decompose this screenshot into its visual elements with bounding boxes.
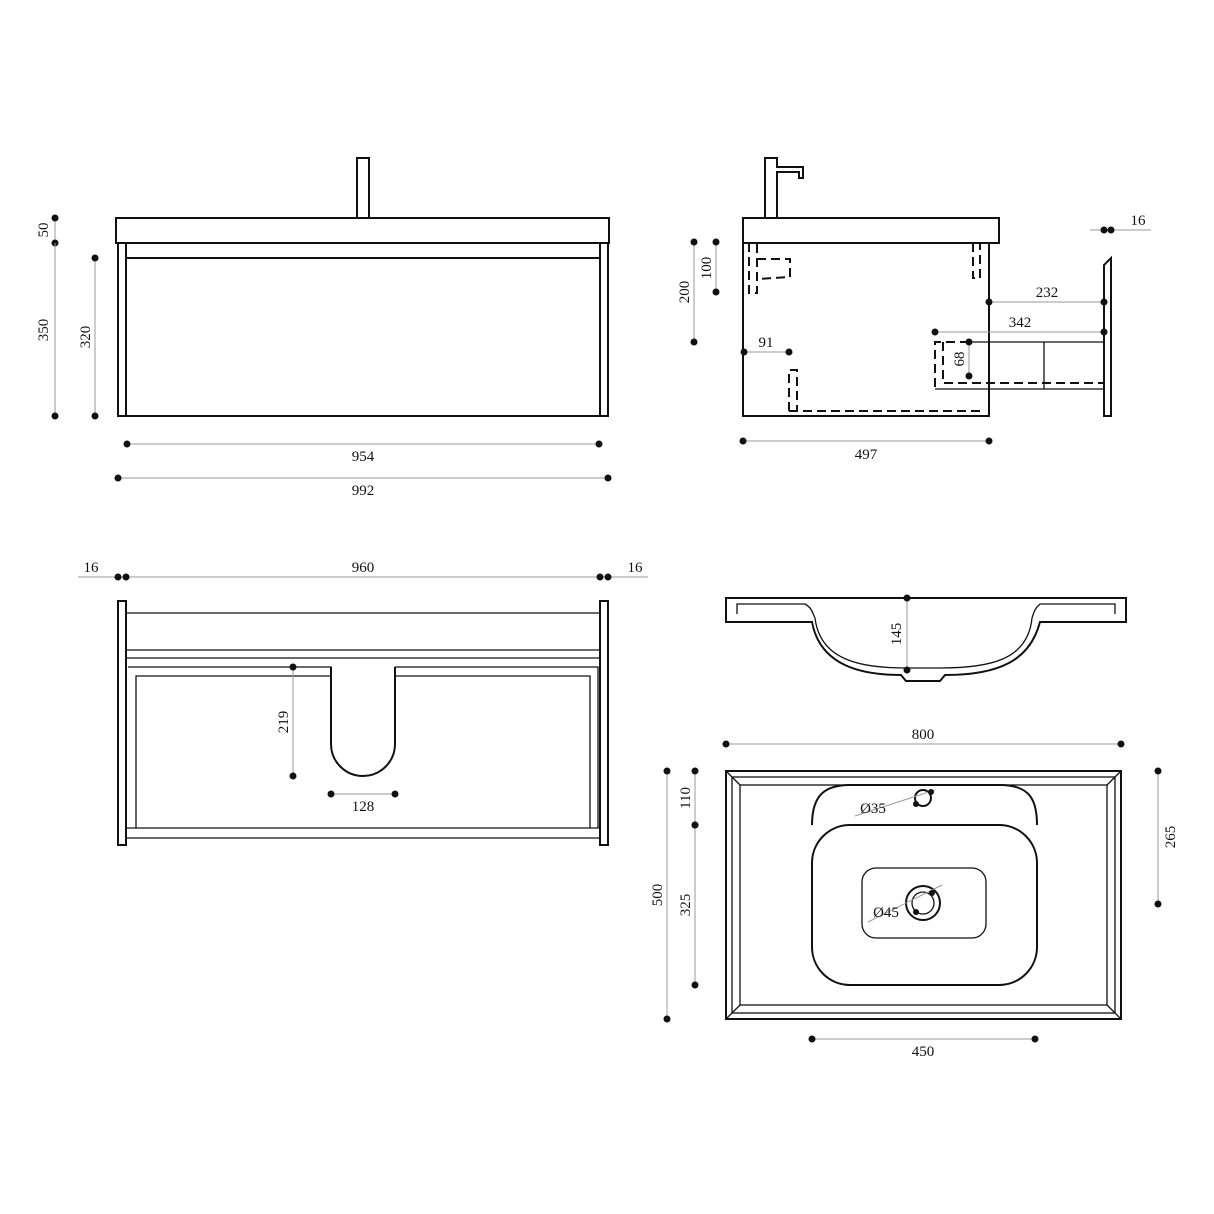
svg-text:320: 320 bbox=[78, 326, 94, 349]
svg-text:350: 350 bbox=[36, 319, 52, 342]
svg-text:16: 16 bbox=[1131, 213, 1147, 229]
svg-text:325: 325 bbox=[678, 894, 694, 917]
svg-text:16: 16 bbox=[628, 560, 644, 576]
side-view: 200 100 91 497 232 342 68 16 bbox=[677, 157, 1151, 463]
dimension-265: 265 bbox=[1154, 767, 1179, 908]
drain-hole bbox=[905, 885, 941, 921]
basin-floor bbox=[861, 867, 987, 939]
svg-text:100: 100 bbox=[699, 257, 715, 280]
dimension-232: 232 bbox=[985, 285, 1108, 306]
svg-text:200: 200 bbox=[677, 281, 693, 304]
hidden-bracket bbox=[972, 243, 981, 279]
countertop bbox=[115, 217, 610, 244]
dimension-350: 350 bbox=[36, 243, 59, 420]
faucet-deck bbox=[811, 784, 1038, 826]
basin-profile bbox=[725, 597, 1127, 682]
svg-text:500: 500 bbox=[650, 884, 666, 907]
faucet-hole bbox=[914, 789, 932, 807]
svg-text:232: 232 bbox=[1036, 285, 1059, 301]
hidden-drawer-interior bbox=[788, 369, 980, 412]
dimension-68: 68 bbox=[952, 338, 973, 380]
svg-text:960: 960 bbox=[352, 560, 375, 576]
dimension-16-right: 16 bbox=[596, 560, 644, 581]
basin-bowl bbox=[811, 824, 1038, 986]
dimension-110: 110 bbox=[678, 767, 699, 829]
svg-text:497: 497 bbox=[855, 447, 878, 463]
dimension-50: 50 bbox=[36, 214, 59, 247]
dimension-16-left: 16 bbox=[78, 560, 648, 581]
dimension-145: 145 bbox=[889, 594, 911, 674]
dimension-320: 320 bbox=[78, 254, 99, 420]
svg-text:992: 992 bbox=[352, 483, 375, 499]
countertop bbox=[742, 217, 1000, 244]
svg-text:954: 954 bbox=[352, 449, 375, 465]
drawer-box bbox=[935, 341, 1104, 390]
dimension-992: 992 bbox=[114, 474, 612, 499]
cabinet-body bbox=[742, 242, 990, 417]
svg-text:450: 450 bbox=[912, 1044, 935, 1060]
dimension-450: 450 bbox=[808, 1035, 1039, 1060]
svg-text:265: 265 bbox=[1163, 826, 1179, 849]
dimension-800: 800 bbox=[722, 727, 1125, 748]
basin-outer bbox=[725, 770, 1122, 1020]
svg-text:219: 219 bbox=[276, 711, 292, 734]
basin-rim-inner bbox=[739, 784, 1108, 1006]
dimension-325: 325 bbox=[678, 821, 699, 989]
dimension-960: 960 bbox=[352, 560, 375, 576]
svg-text:110: 110 bbox=[678, 787, 694, 809]
left-side-panel bbox=[117, 600, 127, 846]
svg-text:16: 16 bbox=[84, 560, 100, 576]
dimension-91: 91 bbox=[740, 335, 793, 356]
svg-text:128: 128 bbox=[352, 799, 375, 815]
svg-text:91: 91 bbox=[759, 335, 774, 351]
dimension-342: 342 bbox=[931, 315, 1108, 336]
dimension-500: 500 bbox=[650, 767, 671, 1023]
svg-text:145: 145 bbox=[889, 623, 905, 646]
basin-rim bbox=[736, 603, 1116, 619]
basin-rim bbox=[731, 776, 1116, 1014]
basin-top-view: Ø35 Ø45 800 500 110 325 265 450 bbox=[650, 727, 1179, 1060]
svg-text:68: 68 bbox=[952, 352, 968, 367]
hidden-bracket bbox=[748, 243, 791, 294]
drain-hole-label: Ø45 bbox=[873, 905, 899, 921]
dimension-128: 128 bbox=[327, 790, 399, 815]
right-side-panel bbox=[599, 600, 609, 846]
basin-inner bbox=[814, 617, 1033, 669]
dimension-497: 497 bbox=[739, 437, 993, 463]
u-cutout bbox=[330, 667, 396, 777]
svg-text:50: 50 bbox=[36, 223, 52, 238]
drawer-front-panel bbox=[1103, 255, 1112, 417]
dimension-100: 100 bbox=[699, 238, 720, 296]
svg-text:342: 342 bbox=[1009, 315, 1032, 331]
svg-text:800: 800 bbox=[912, 727, 935, 743]
faucet-hole-label: Ø35 bbox=[860, 801, 886, 817]
top-cabinet-view: 16 960 16 219 128 bbox=[78, 560, 648, 846]
faucet bbox=[356, 157, 370, 219]
dimension-219: 219 bbox=[276, 663, 297, 780]
dimension-200: 200 bbox=[677, 238, 698, 346]
faucet bbox=[764, 157, 804, 218]
drawer-front bbox=[125, 257, 601, 417]
panel-lines bbox=[126, 612, 600, 839]
dimension-16: 16 bbox=[1090, 213, 1151, 234]
front-view: 50 350 320 954 992 bbox=[36, 157, 612, 499]
dimension-954: 954 bbox=[123, 440, 603, 465]
right-leg bbox=[599, 242, 609, 417]
hidden-drawer-box bbox=[934, 341, 1104, 389]
basin-section: 145 bbox=[725, 594, 1127, 682]
left-leg bbox=[117, 242, 127, 417]
